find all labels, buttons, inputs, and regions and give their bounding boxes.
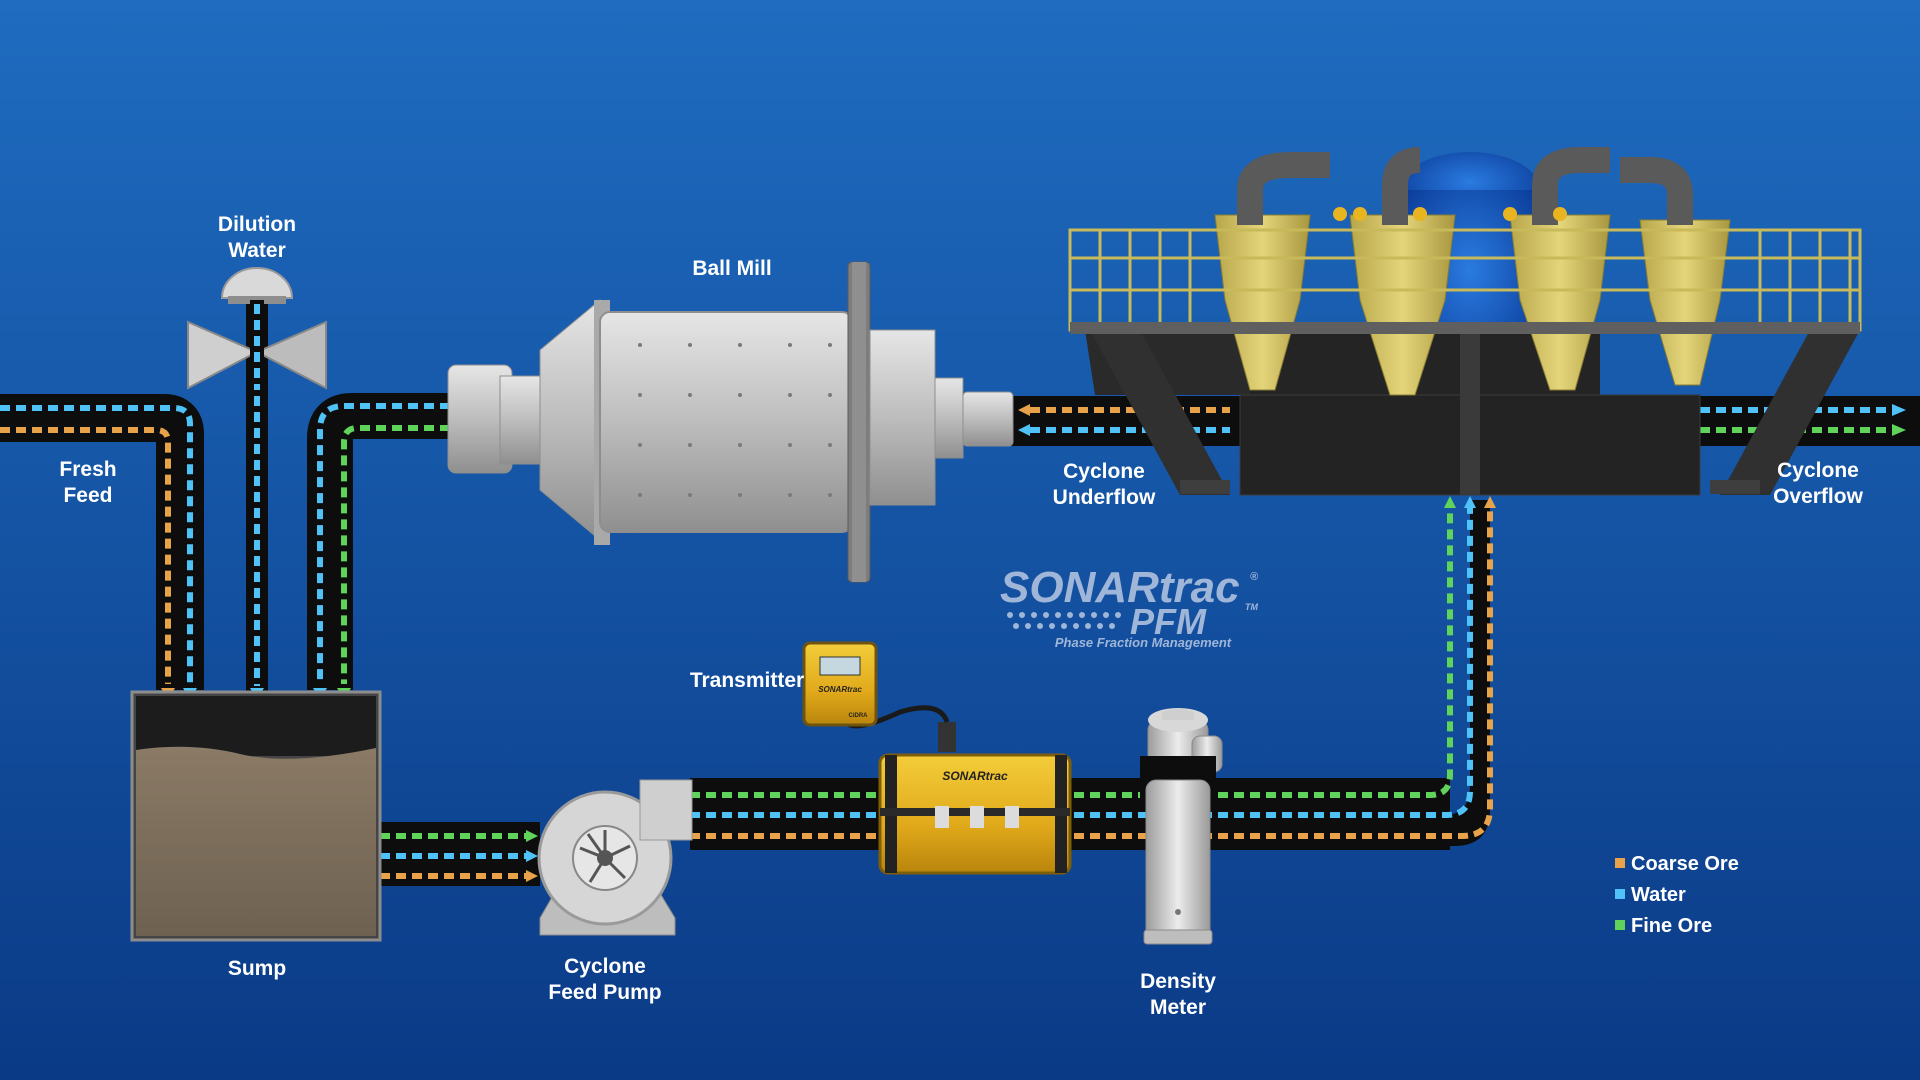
mill-bolts xyxy=(638,343,832,497)
fresh-feed-label-2: Feed xyxy=(63,484,112,507)
ball-mill-label: Ball Mill xyxy=(692,257,771,280)
logo-trademark: TM xyxy=(1245,602,1258,612)
density-meter-label-1: Density xyxy=(1140,970,1216,993)
dilution-water-valve xyxy=(187,267,327,392)
legend-label-fine-ore: Fine Ore xyxy=(1631,915,1712,937)
sump-tank xyxy=(130,690,382,942)
legend-swatch-fine-ore xyxy=(1615,920,1625,930)
transmitter-brand-text: SONARtrac xyxy=(818,685,862,694)
cyclone-feed-pump-label-2: Feed Pump xyxy=(548,981,661,1004)
legend: Coarse Ore Water Fine Ore xyxy=(1615,853,1739,937)
sonartrac-pfm-logo: SONARtrac ® PFM TM Phase Fraction Manage… xyxy=(1000,563,1259,650)
sump-label: Sump xyxy=(228,957,286,980)
cyclone-elbows xyxy=(1237,147,1693,225)
cyclone-feed-pump xyxy=(537,779,693,936)
legend-label-coarse-ore: Coarse Ore xyxy=(1631,853,1739,875)
cyclone-overflow-label-1: Cyclone xyxy=(1777,459,1859,482)
density-meter-label-2: Meter xyxy=(1150,996,1206,1019)
equipment-labels: Dilution Water Ball Mill Fresh Feed Cycl… xyxy=(59,213,1863,1019)
fresh-feed-label-1: Fresh xyxy=(59,458,116,481)
dilution-water-label-2: Water xyxy=(228,239,286,262)
transmitter-label: Transmitter xyxy=(690,669,804,692)
density-meter xyxy=(1140,708,1223,945)
legend-swatch-water xyxy=(1615,889,1625,899)
cyclone-underflow-pipe xyxy=(1010,396,1240,446)
logo-registered: ® xyxy=(1250,571,1259,583)
legend-swatch-coarse-ore xyxy=(1615,858,1625,868)
cyclone-underflow-label-1: Cyclone xyxy=(1063,460,1145,483)
logo-dots xyxy=(1007,612,1121,629)
transmitter: SONARtrac CiDRA xyxy=(802,641,878,727)
logo-line2: PFM xyxy=(1130,601,1207,642)
cyclone-overflow-label-2: Overflow xyxy=(1773,485,1864,508)
logo-line1: SONARtrac xyxy=(1000,563,1240,612)
legend-label-water: Water xyxy=(1631,884,1686,906)
sonartrac-meter: SONARtrac xyxy=(842,705,1072,875)
cyclone-cluster xyxy=(1068,147,1862,496)
sump-to-pump-pipe xyxy=(380,822,540,886)
cyclone-feed-pump-label-1: Cyclone xyxy=(564,955,646,978)
ball-mill xyxy=(447,261,1014,583)
cyclone-underflow-label-2: Underflow xyxy=(1053,486,1156,509)
meter-brand-text: SONARtrac xyxy=(942,769,1008,783)
transmitter-maker-text: CiDRA xyxy=(849,713,869,719)
logo-tagline: Phase Fraction Management xyxy=(1055,635,1232,650)
dilution-water-label-1: Dilution xyxy=(218,213,296,236)
